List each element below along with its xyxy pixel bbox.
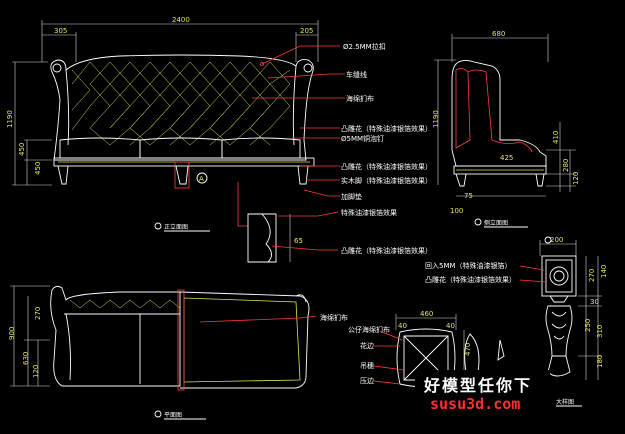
- label-carving-2: 凸雕花（特殊油漆银箔效果）: [341, 162, 432, 171]
- watermark-title: 好模型任你下: [424, 376, 533, 395]
- dim-leg-h1: 270: [588, 269, 596, 282]
- dim-leg-h2: 140: [600, 265, 608, 278]
- profile-detail: 65 特殊油漆银箔效果 凸雕花（特殊油漆银箔效果）: [237, 182, 432, 263]
- label-fabric: 海绵扪布: [346, 94, 374, 103]
- dim-side-total: 1190: [432, 110, 440, 128]
- label-plan-fabric: 海绵扪布: [320, 313, 348, 322]
- dim-side-bottom: 100: [450, 207, 463, 215]
- dim-leg-h3: 250: [584, 319, 592, 332]
- dim-plan-height: 900: [8, 327, 16, 340]
- label-carving-3: 凸雕花（特殊油漆银箔效果）: [341, 246, 432, 255]
- dim-side-leg: 280: [562, 159, 570, 172]
- dim-side-foot: 120: [572, 172, 580, 185]
- dim-total-width: 2400: [172, 16, 190, 24]
- dim-leg-h5: 180: [596, 355, 604, 368]
- label-cushion-fabric: 公仔海绵扪布: [348, 325, 390, 334]
- label-foot-pad: 加脚垫: [341, 192, 362, 201]
- dim-side-front: 75: [464, 192, 473, 200]
- detail-a-marker-box: [174, 161, 190, 189]
- label-stitch-line: 车缝线: [346, 70, 367, 79]
- dim-left-leg: 450: [34, 162, 42, 175]
- dim-leg-width: 200: [550, 236, 563, 244]
- dim-cushion-right: 40: [446, 322, 455, 330]
- label-trim: 压边: [360, 376, 374, 385]
- label-mirror-inset: 回入5MM（特殊油漆银箔）: [425, 261, 512, 270]
- plan-view: 900 630 120 270 海绵扪布 平面图: [8, 285, 348, 420]
- dim-cushion-h: 470: [464, 343, 472, 356]
- side-elevation: 680 1190 410 280 120 100 75 425 侧立面图: [432, 30, 580, 228]
- caption-front: 正立面图: [164, 223, 188, 231]
- dim-left-total: 1190: [6, 110, 14, 128]
- dim-top-left: 305: [54, 27, 67, 35]
- leg-detail: 200 270 140 250 30 180 310 回入5MM（特殊油漆银箔）…: [425, 236, 608, 407]
- dim-top-right: 205: [300, 27, 313, 35]
- front-elevation: 2400 305 205 1190 450 450: [6, 16, 432, 232]
- caption-marker: [154, 222, 162, 230]
- dim-side-seat: 410: [552, 131, 560, 144]
- dim-side-depth: 680: [492, 30, 505, 38]
- label-carving-4: 凸雕花（特殊油漆银箔效果）: [425, 275, 516, 284]
- dim-cushion-left: 40: [398, 322, 407, 330]
- watermark-box: [415, 370, 550, 418]
- watermark-url: susu3d.com: [430, 395, 521, 413]
- dim-left-seat: 450: [18, 143, 26, 156]
- svg-text:A: A: [199, 175, 204, 183]
- dim-leg-h6: 310: [596, 325, 604, 338]
- label-wood-foot: 实木脚（特殊油漆银箔效果）: [341, 176, 432, 185]
- caption-plan: 平面图: [164, 412, 182, 419]
- label-tassel: 吊穗: [360, 361, 374, 370]
- label-edge: 花边: [360, 341, 374, 350]
- dim-plan-b: 120: [32, 365, 40, 378]
- label-carving-1: 凸雕花（特殊油漆银箔效果）: [341, 124, 432, 133]
- caption-detail: 大样图: [556, 398, 574, 406]
- dim-leg-h4: 30: [590, 298, 599, 306]
- dim-profile: 65: [294, 237, 303, 245]
- label-paint: 特殊油漆银箔效果: [341, 208, 397, 217]
- dim-side-back: 425: [500, 154, 513, 162]
- dim-plan-a: 630: [22, 352, 30, 365]
- label-rivet: Ø2.5MM拉扣: [343, 42, 386, 51]
- detail-a-marker: [196, 172, 208, 184]
- label-nail: Ø5MM铜泡钉: [341, 134, 384, 143]
- caption-side: 侧立面图: [484, 219, 508, 227]
- dim-plan-c: 270: [34, 307, 42, 320]
- tufting-pattern: [71, 61, 291, 146]
- dim-cushion-top: 460: [420, 310, 433, 318]
